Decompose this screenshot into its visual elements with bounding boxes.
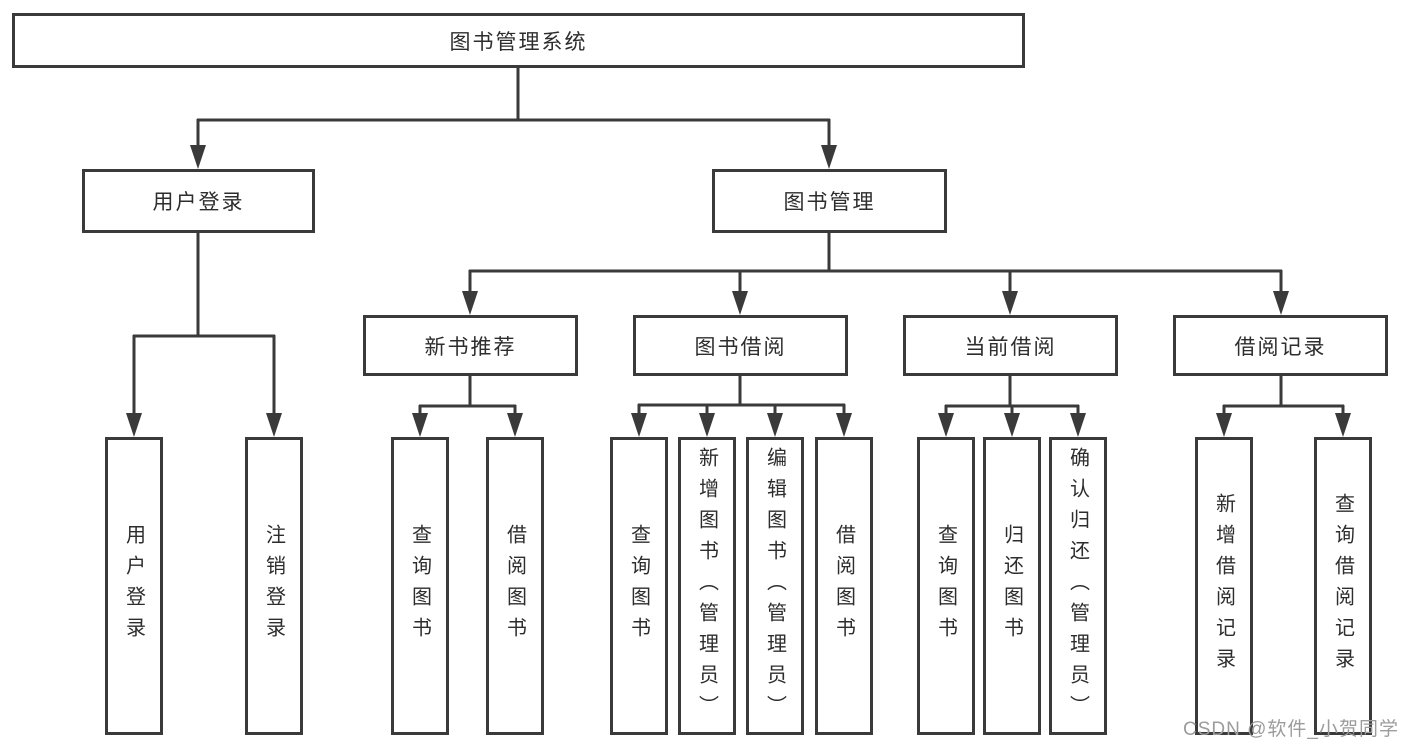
leaf-logout: 注销登录 — [245, 437, 303, 735]
leaf-query-books: 查询图书 — [391, 437, 449, 735]
node-current-borrow: 当前借阅 — [903, 315, 1118, 376]
arrowheads-borrow-record-group — [1216, 413, 1351, 437]
arrowheads-level3 — [462, 291, 1289, 315]
leaf-borrow-books: 借阅图书 — [486, 437, 544, 735]
arrowheads-new-book-group — [412, 413, 523, 437]
arrowheads-current-borrow-group — [938, 413, 1086, 437]
connector-new-book-group — [418, 376, 517, 430]
connector-borrow-record-group — [1222, 376, 1345, 430]
arrowheads-book-borrow-group — [631, 413, 852, 437]
arrowheads-user-login-group — [126, 413, 282, 437]
arrowheads-level2 — [190, 145, 837, 169]
node-borrow-records: 借阅记录 — [1173, 315, 1388, 376]
leaf-add-borrow-record: 新增借阅记录 — [1195, 437, 1253, 735]
leaf-query-borrow-record: 查询借阅记录 — [1314, 437, 1372, 735]
leaf-confirm-return-admin: 确认归还（管理员） — [1049, 437, 1107, 735]
node-user-login: 用户登录 — [82, 169, 315, 233]
leaf-edit-books-admin: 编辑图书（管理员） — [746, 437, 804, 735]
leaf-borrow-books: 借阅图书 — [815, 437, 873, 735]
node-book-borrow: 图书借阅 — [633, 315, 848, 376]
csdn-watermark: CSDN @软件_小贺同学 — [1183, 719, 1399, 740]
node-root-system: 图书管理系统 — [12, 13, 1025, 68]
node-book-management: 图书管理 — [712, 169, 947, 233]
connector-user-login-group — [132, 233, 276, 430]
leaf-return-books: 归还图书 — [983, 437, 1041, 735]
leaf-query-books: 查询图书 — [917, 437, 975, 735]
connector-root-to-level2 — [196, 68, 831, 162]
connector-current-borrow-group — [944, 376, 1080, 430]
node-new-book-recommend: 新书推荐 — [363, 315, 578, 376]
leaf-query-books: 查询图书 — [610, 437, 668, 735]
leaf-add-books-admin: 新增图书（管理员） — [678, 437, 736, 735]
connector-book-borrow-group — [637, 376, 846, 430]
leaf-user-login: 用户登录 — [105, 437, 163, 735]
connector-book-mgmt-to-level3 — [468, 233, 1283, 308]
